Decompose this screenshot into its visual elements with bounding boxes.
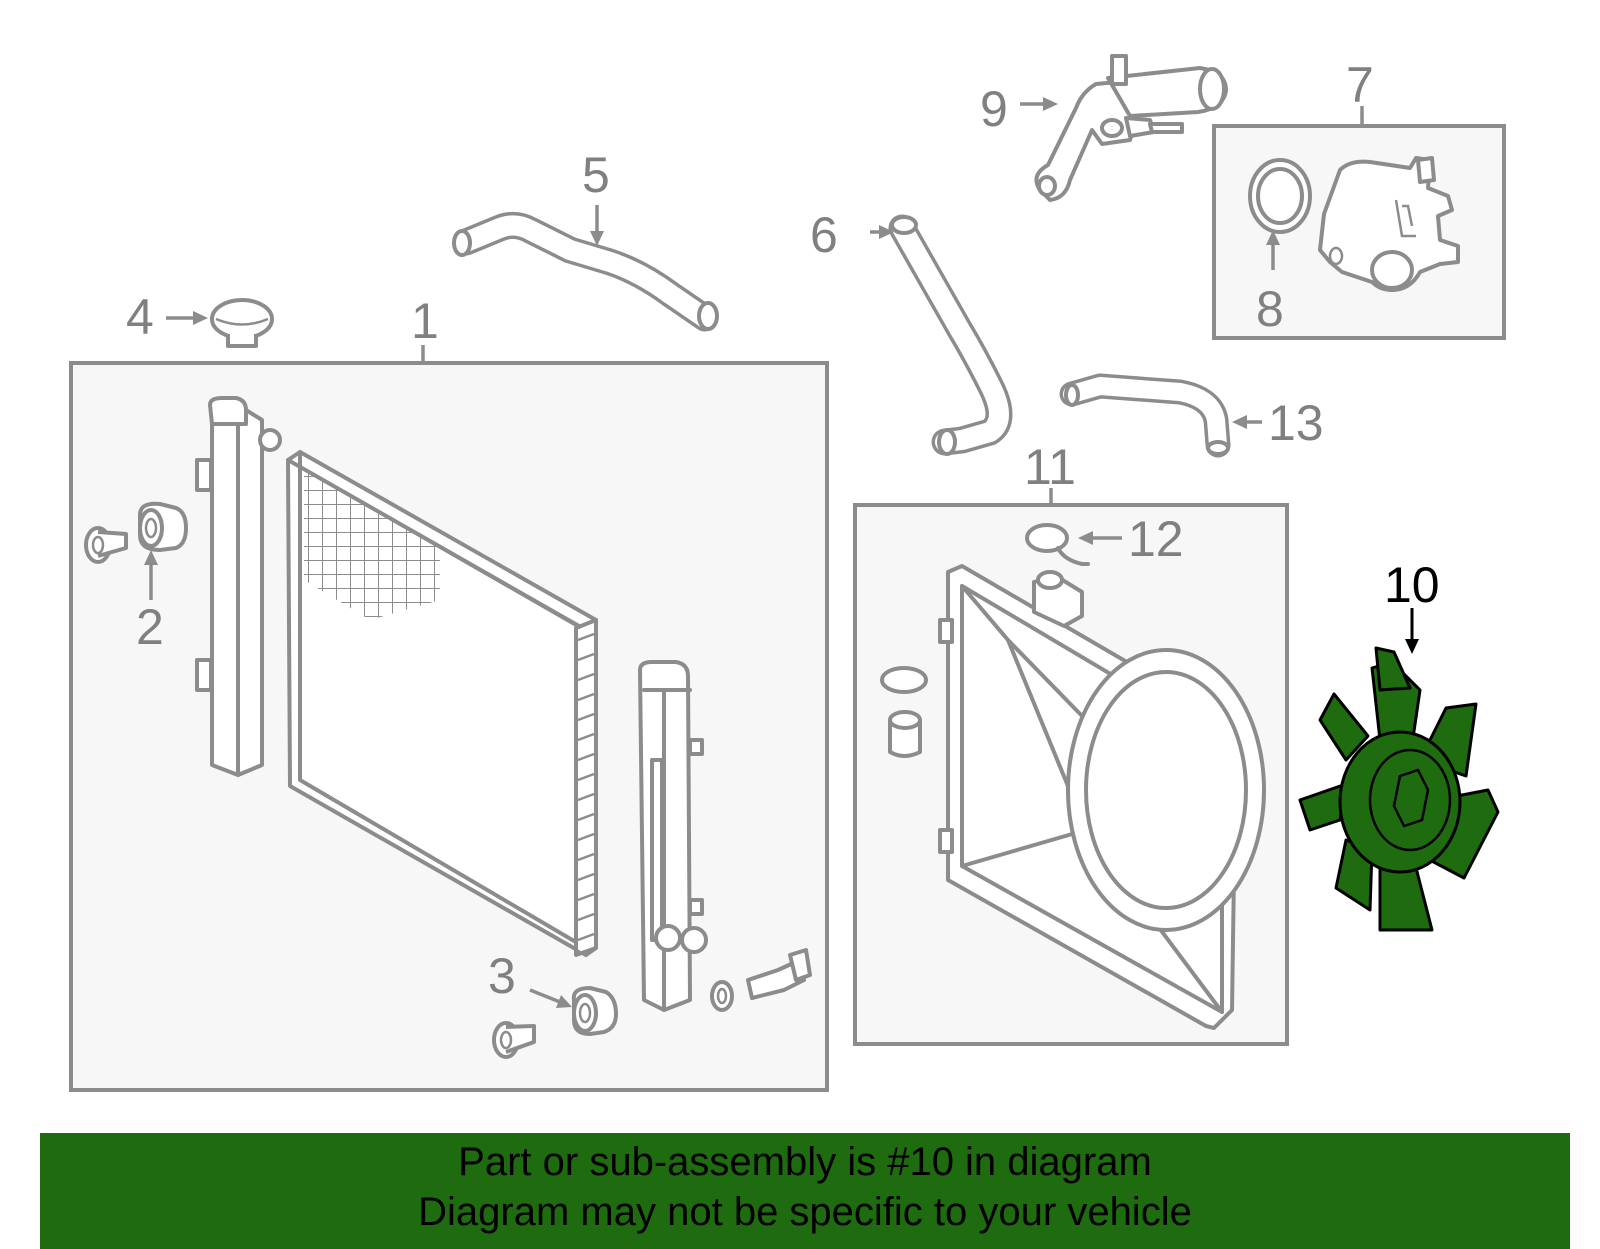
callout-10: 10 <box>1384 557 1440 613</box>
radiator-right-tank[interactable] <box>638 660 708 1012</box>
part-8-thermostat-gasket[interactable] <box>1248 158 1312 234</box>
callout-11: 11 <box>1024 439 1076 495</box>
radiator-core[interactable] <box>286 450 598 957</box>
part-3-bolt[interactable] <box>492 1021 536 1059</box>
callout-4: 4 <box>126 289 154 345</box>
callout-6: 6 <box>810 207 838 263</box>
temperature-sensor[interactable] <box>710 948 812 1012</box>
callout-12: 12 <box>1128 511 1184 567</box>
part-9-water-outlet[interactable] <box>1034 54 1228 202</box>
callout-3: 3 <box>488 948 516 1004</box>
part-2-drain-plug[interactable] <box>138 501 188 552</box>
callout-13: 13 <box>1268 395 1324 451</box>
banner-line-1: Part or sub-assembly is #10 in diagram <box>458 1140 1152 1184</box>
callout-1: 1 <box>411 293 439 349</box>
callout-9: 9 <box>980 81 1008 137</box>
callout-5: 5 <box>582 147 610 203</box>
part-3-drain-plug[interactable] <box>571 986 618 1036</box>
part-13-hose[interactable] <box>1059 373 1231 458</box>
part-12-clip[interactable] <box>1025 523 1090 566</box>
part-4-radiator-cap[interactable] <box>210 298 274 348</box>
part-6-hose[interactable] <box>888 214 1013 456</box>
callout-8: 8 <box>1256 281 1284 337</box>
fan-shroud[interactable] <box>938 564 1266 1030</box>
part-10-cooling-fan[interactable] <box>1298 646 1500 932</box>
callout-7: 7 <box>1346 57 1374 113</box>
part-5-upper-hose[interactable] <box>452 211 719 332</box>
callout-2: 2 <box>136 599 164 655</box>
banner-line-2: Diagram may not be specific to your vehi… <box>418 1190 1192 1234</box>
drain-cock[interactable] <box>880 666 928 758</box>
info-banner: Part or sub-assembly is #10 in diagram D… <box>40 1133 1570 1249</box>
radiator-left-tank[interactable] <box>195 396 282 777</box>
part-2-bolt[interactable] <box>84 526 128 564</box>
thermostat-housing[interactable] <box>1318 156 1460 292</box>
